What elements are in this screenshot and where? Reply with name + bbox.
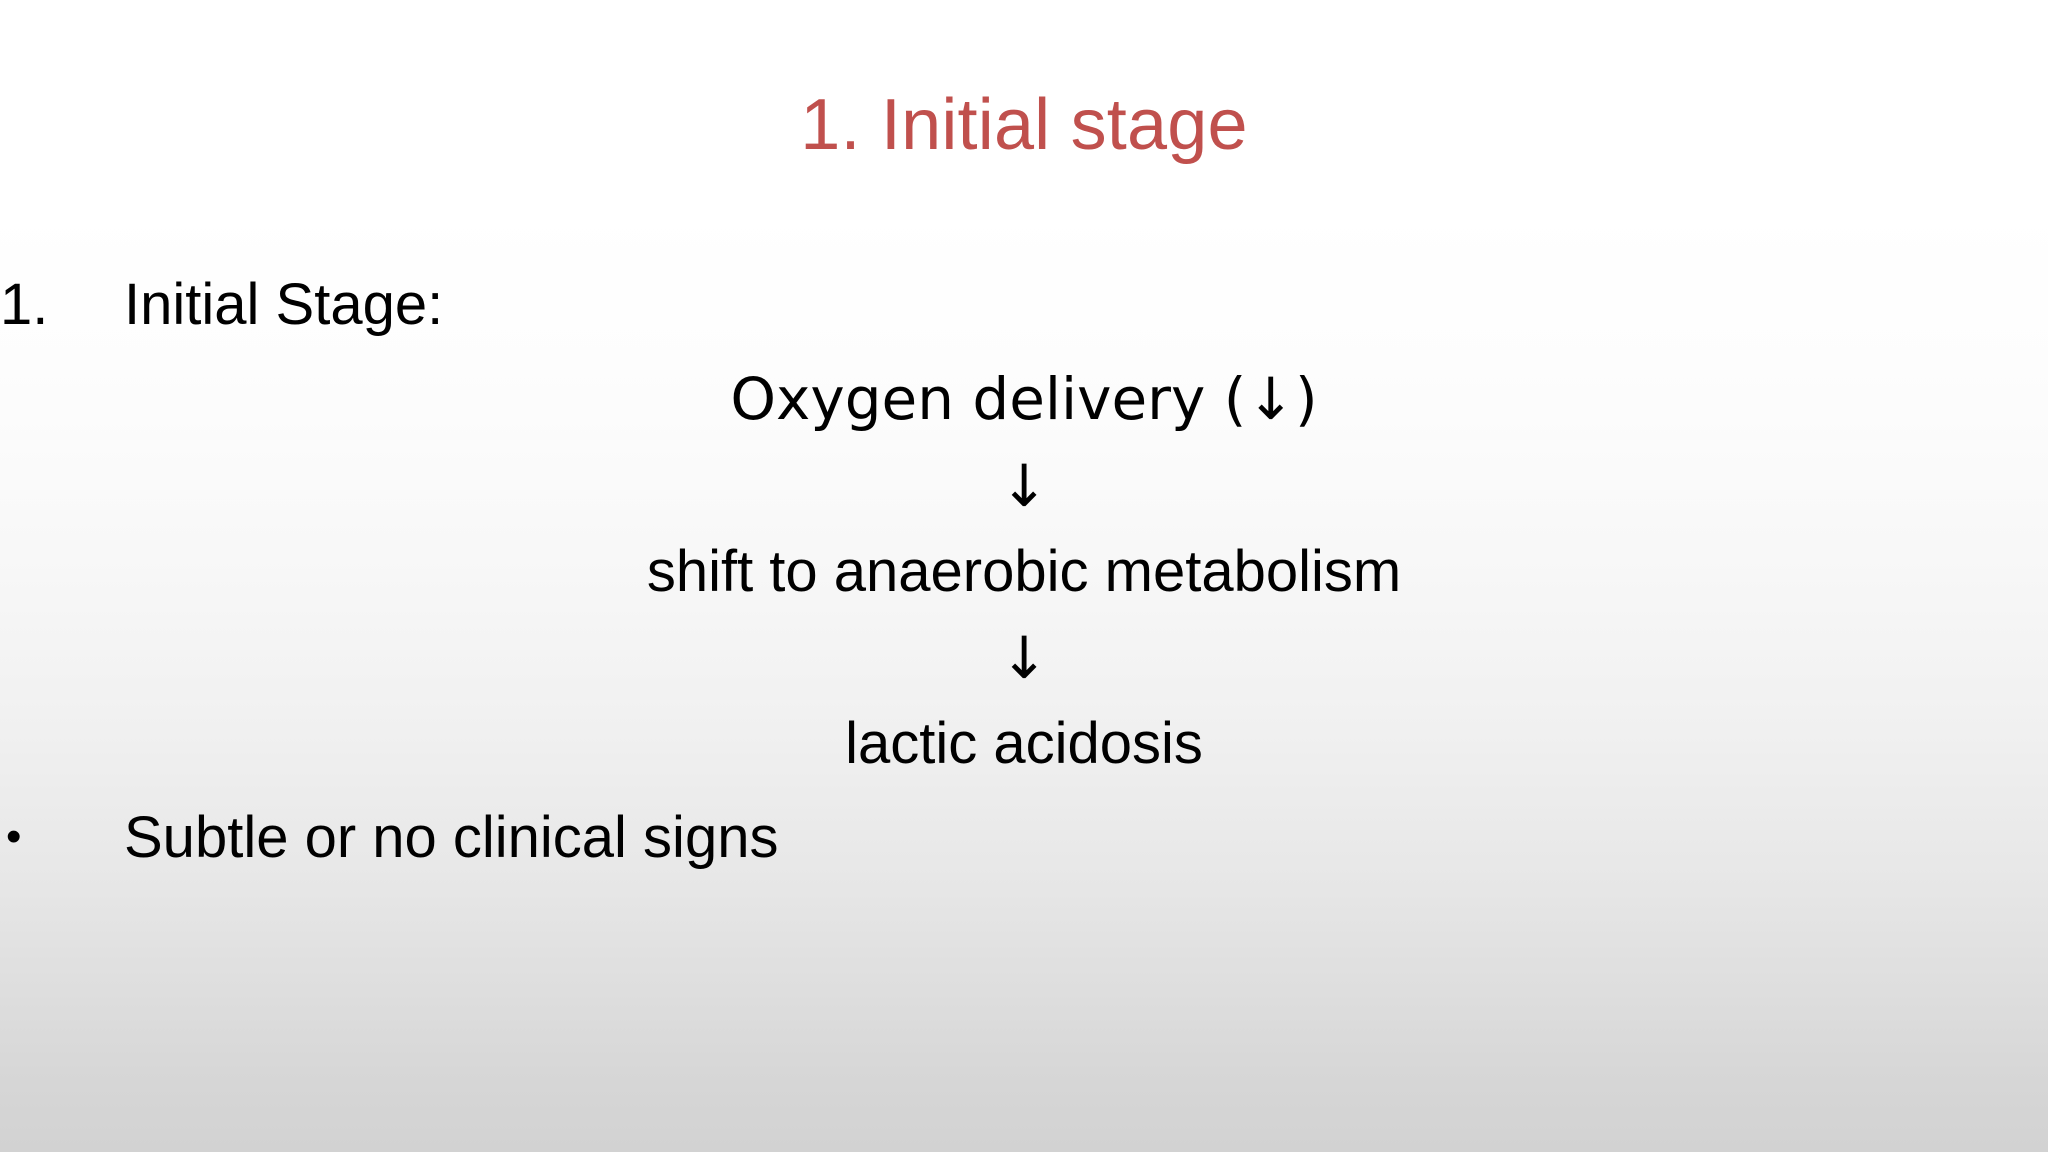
list-item-label: Subtle or no clinical signs (124, 805, 779, 870)
slide-body-block: 1. Initial Stage: Oxygen delivery (↓) ↓ … (0, 276, 2048, 867)
list-item-label: Initial Stage: (124, 272, 444, 337)
bullet-icon: • (6, 812, 22, 861)
down-arrow-icon: ↓ (999, 452, 1049, 520)
flow-step-oxygen-delivery: Oxygen delivery (↓) (0, 370, 2048, 429)
list-item-clinical-signs: • Subtle or no clinical signs (0, 809, 2048, 867)
flow-step-label: lactic acidosis (845, 711, 1203, 776)
down-arrow-icon: ↓ (999, 624, 1049, 692)
page-title: 1. Initial stage (800, 85, 1248, 165)
flow-step-label: shift to anaerobic metabolism (646, 539, 1402, 604)
slide-title-block: 1. Initial stage (0, 85, 2048, 165)
flow-step-lactic-acidosis: lactic acidosis (0, 715, 2048, 773)
flow-arrow-1: ↓ (0, 457, 2048, 515)
flow-step-label: Oxygen delivery (↓) (730, 365, 1318, 433)
spacer (0, 773, 2048, 809)
list-number-marker: 1. (0, 272, 49, 337)
flow-step-anaerobic-metabolism: shift to anaerobic metabolism (0, 543, 2048, 601)
flow-arrow-2: ↓ (0, 629, 2048, 687)
list-item-initial-stage: 1. Initial Stage: (0, 276, 2048, 334)
